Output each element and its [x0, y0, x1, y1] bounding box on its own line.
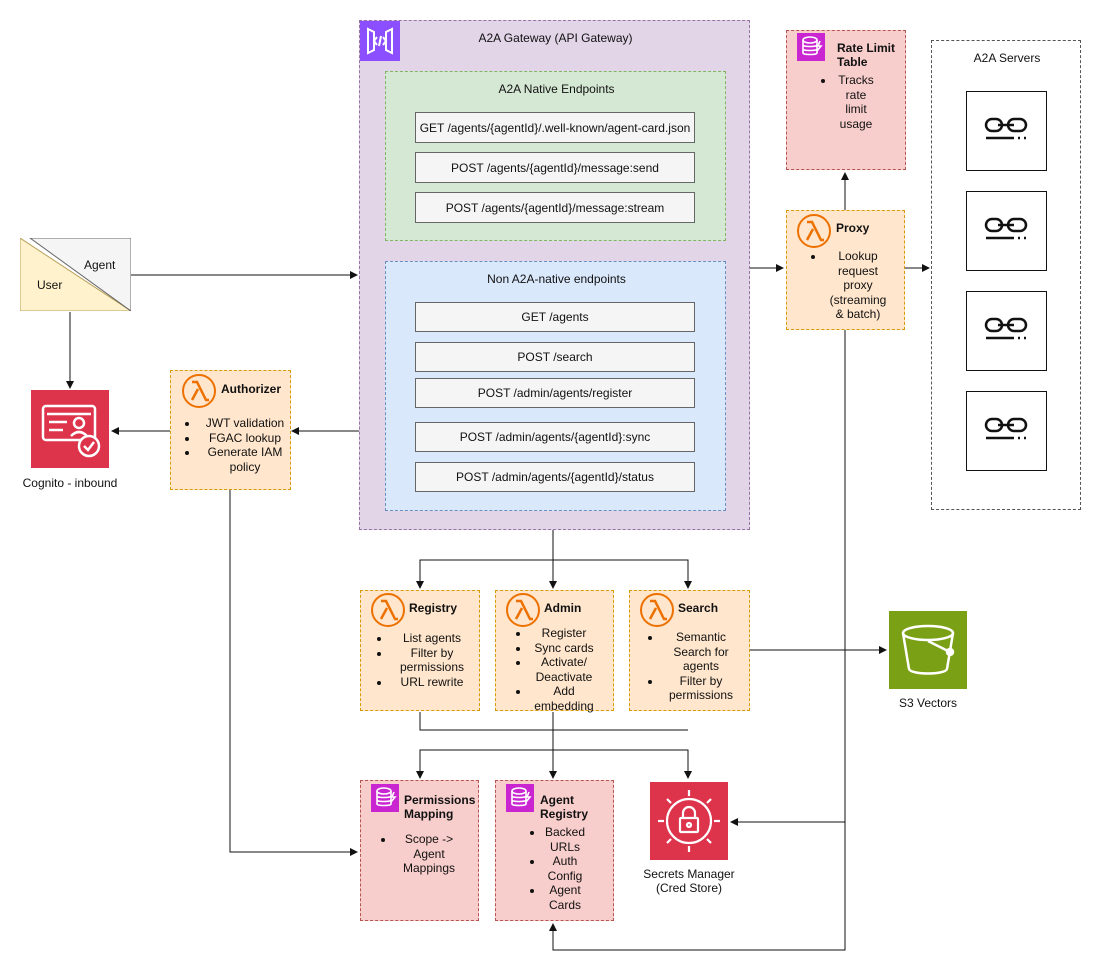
cognito-icon [41, 404, 101, 458]
list-item: Backed URLs [544, 825, 586, 854]
list-item: Register [530, 626, 598, 641]
lambda-icon [797, 214, 831, 248]
authorizer-lambda: Authorizer JWT validation FGAC lookup Ge… [170, 370, 291, 490]
admin-items: Register Sync cards Activate/ Deactivate… [512, 626, 598, 713]
authorizer-title: Authorizer [221, 382, 281, 396]
lambda-icon [640, 593, 674, 627]
list-item: Filter by permissions [391, 646, 473, 675]
proxy-title: Proxy [836, 221, 870, 235]
server-icon [984, 317, 1027, 340]
admin-title: Admin [544, 601, 582, 615]
permissions-mapping-table: Permissions Mapping Scope -> Agent Mappi… [360, 780, 479, 921]
agent-label: Agent [84, 258, 116, 272]
list-item: Activate/ Deactivate [530, 655, 598, 684]
admin-lambda: Admin Register Sync cards Activate/ Deac… [495, 590, 614, 713]
authorizer-items: JWT validation FGAC lookup Generate IAM … [181, 416, 291, 474]
endpoint-get-agents[interactable]: GET /agents [415, 302, 695, 332]
a2a-gateway: A2A Gateway (API Gateway) A2A Native End… [359, 20, 750, 530]
registry-title: Registry [409, 601, 458, 615]
user-agent-shape: Agent User [20, 238, 131, 311]
list-item: JWT validation [199, 416, 291, 431]
search-title: Search [678, 601, 719, 615]
server-icon [984, 417, 1027, 440]
secrets-manager-node [650, 782, 728, 860]
list-item: Tracks rate limit usage [835, 73, 877, 131]
rate-limit-table: Rate Limit Table Tracks rate limit usage [786, 30, 906, 170]
permissions-items: Scope -> Agent Mappings [377, 832, 463, 876]
a2a-servers-group: A2A Servers [931, 40, 1081, 510]
s3-vectors-node [889, 611, 967, 689]
a2a-server [966, 391, 1047, 471]
secrets-caption: Secrets Manager (Cred Store) [643, 867, 735, 895]
api-gateway-icon [360, 21, 400, 61]
list-item: List agents [391, 631, 473, 646]
agent-registry-items: Backed URLs Auth Config Agent Cards [526, 825, 586, 912]
search-items: Semantic Search for agents Filter by per… [644, 630, 740, 703]
gateway-title: A2A Gateway (API Gateway) [478, 31, 633, 45]
a2a-server [966, 291, 1047, 371]
server-icon [984, 117, 1027, 140]
lambda-icon [506, 593, 540, 627]
endpoint-message-send[interactable]: POST /agents/{agentId}/message:send [415, 152, 695, 183]
registry-items: List agents Filter by permissions URL re… [373, 631, 473, 689]
secrets-manager-icon [658, 790, 720, 852]
permissions-title: Permissions Mapping [404, 793, 476, 821]
agent-registry-table: Agent Registry Backed URLs Auth Config A… [495, 780, 614, 921]
a2a-server [966, 91, 1047, 171]
registry-lambda: Registry List agents Filter by permissio… [360, 590, 480, 711]
non-native-endpoints-group: Non A2A-native endpoints GET /agents POS… [385, 261, 726, 511]
endpoint-sync[interactable]: POST /admin/agents/{agentId}:sync [415, 422, 695, 452]
bucket-icon [901, 624, 955, 675]
agent-registry-title: Agent Registry [540, 793, 589, 821]
list-item: Add embedding [530, 684, 598, 713]
native-endpoints-group: A2A Native Endpoints GET /agents/{agentI… [385, 71, 726, 241]
user-label: User [37, 278, 63, 292]
list-item: Auth Config [544, 854, 586, 883]
lambda-icon [182, 374, 216, 408]
list-item: Filter by permissions [662, 674, 740, 703]
s3-caption: S3 Vectors [898, 696, 958, 710]
native-title: A2A Native Endpoints [498, 82, 615, 96]
endpoint-status[interactable]: POST /admin/agents/{agentId}/status [415, 462, 695, 492]
server-icon [984, 217, 1027, 240]
lambda-icon [371, 593, 405, 627]
proxy-lambda: Proxy Lookup request proxy (streaming & … [786, 210, 905, 330]
endpoint-message-stream[interactable]: POST /agents/{agentId}/message:stream [415, 192, 695, 223]
list-item: Lookup request proxy (streaming & batch) [825, 249, 891, 322]
list-item: FGAC lookup [199, 431, 291, 446]
servers-title: A2A Servers [973, 51, 1041, 65]
dynamodb-icon [371, 784, 399, 812]
list-item: Agent Cards [544, 883, 586, 912]
list-item: Semantic Search for agents [662, 630, 740, 674]
dynamodb-icon [797, 33, 825, 61]
cognito-caption: Cognito - inbound [22, 476, 118, 490]
proxy-items: Lookup request proxy (streaming & batch) [807, 249, 891, 322]
search-lambda: Search Semantic Search for agents Filter… [629, 590, 750, 711]
rate-limit-title: Rate Limit Table [837, 41, 896, 69]
cognito-node [31, 390, 109, 468]
rate-limit-items: Tracks rate limit usage [817, 73, 877, 131]
a2a-server [966, 191, 1047, 271]
list-item: Scope -> Agent Mappings [395, 832, 463, 876]
list-item: URL rewrite [391, 675, 473, 690]
dynamodb-icon [506, 784, 534, 812]
list-item: Generate IAM policy [199, 445, 291, 474]
endpoint-register[interactable]: POST /admin/agents/register [415, 378, 695, 408]
non-native-title: Non A2A-native endpoints [487, 272, 626, 286]
list-item: Sync cards [530, 641, 598, 656]
endpoint-agent-card[interactable]: GET /agents/{agentId}/.well-known/agent-… [415, 112, 695, 143]
endpoint-search[interactable]: POST /search [415, 342, 695, 372]
